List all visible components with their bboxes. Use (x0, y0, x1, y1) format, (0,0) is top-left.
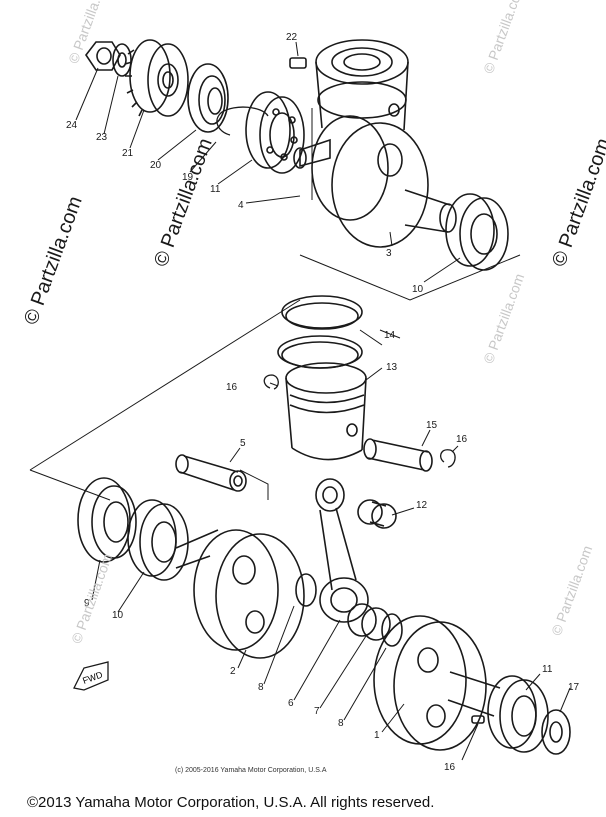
callout-24: 24 (66, 120, 78, 131)
oil-seal-17-part (541, 709, 571, 755)
callout-9: 9 (84, 598, 90, 609)
callout-21: 21 (122, 148, 134, 159)
callout-22: 22 (286, 32, 298, 43)
crank-pin-5-part (175, 454, 247, 492)
oil-seal-20-part (187, 63, 229, 133)
callout-8-right: 8 (338, 718, 344, 729)
callout-13: 13 (386, 362, 398, 373)
callout-10-top: 10 (412, 284, 424, 295)
crank-wheel-1-part (373, 615, 501, 751)
footer-copyright: ©2013 Yamaha Motor Corporation, U.S.A. A… (27, 794, 435, 811)
callout-11-bottom: 11 (542, 664, 553, 675)
fwd-arrow-icon (73, 661, 109, 691)
bearing-11-top-part (245, 91, 305, 174)
nut-24-part (85, 41, 121, 71)
bearing-10-bottom-part (127, 499, 219, 581)
callout-1: 1 (374, 730, 380, 741)
callout-19: 19 (182, 172, 194, 183)
callout-16-bottom: 16 (444, 762, 456, 773)
crank-wheel-2-part (193, 529, 305, 659)
callout-16-right: 16 (456, 434, 468, 445)
callout-11-top: 11 (210, 184, 221, 195)
gear-21-part (124, 39, 189, 117)
diagram-copyright: (c) 2005-2016 Yamaha Motor Corporation, … (175, 767, 327, 774)
callout-10-bottom: 10 (112, 610, 124, 621)
callout-8-left: 8 (258, 682, 264, 693)
callout-23: 23 (96, 132, 108, 143)
callout-20: 20 (150, 160, 162, 171)
connecting-rod-part (315, 478, 369, 623)
crankshaft-exploded-diagram: 24 23 21 20 19 11 22 4 3 10 14 13 16 15 … (29, 32, 580, 773)
callout-12: 12 (416, 500, 428, 511)
piston-13-part (285, 362, 367, 461)
callout-16-upper: 16 (226, 382, 238, 393)
key-22-part (289, 57, 307, 69)
needle-bearing-7-part (347, 603, 391, 641)
piston-pin-15-part (363, 438, 433, 472)
washer-8-left-part (295, 573, 317, 607)
piston-top-part (315, 39, 409, 131)
callout-3: 3 (386, 248, 392, 259)
washer-8-right-part (381, 613, 403, 647)
callout-17: 17 (568, 682, 580, 693)
callout-7: 7 (314, 706, 320, 717)
callout-4: 4 (238, 200, 244, 211)
bearing-10-top-part (445, 193, 509, 271)
oil-seal-9-part (77, 477, 137, 563)
washer-23-part (112, 43, 132, 77)
piston-rings-14-part (277, 295, 363, 369)
circlip-19-part (216, 106, 269, 136)
circlip-16-upper-part (263, 374, 279, 390)
needle-bearing-12-part (357, 499, 397, 529)
callout-2: 2 (230, 666, 236, 677)
callout-5: 5 (240, 438, 246, 449)
bearing-11-bottom-part (487, 675, 549, 753)
callout-15: 15 (426, 420, 438, 431)
key-16-bottom-part (471, 715, 485, 724)
callout-14: 14 (384, 330, 396, 341)
circlip-16-right-part (439, 449, 456, 468)
crankshaft-4-part (293, 115, 457, 248)
callout-6: 6 (288, 698, 294, 709)
